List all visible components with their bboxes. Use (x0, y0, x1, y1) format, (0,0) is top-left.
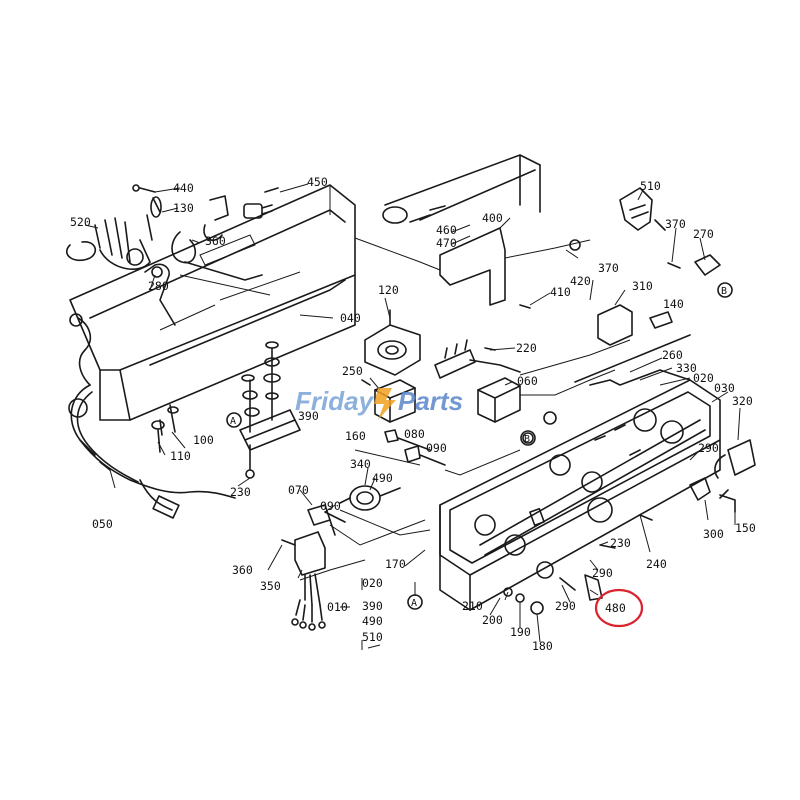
label-100: 100 (193, 433, 214, 447)
right-side-parts (503, 187, 756, 615)
label-510b: 510 (362, 630, 383, 644)
label-370b: 370 (598, 261, 619, 275)
label-270: 270 (693, 227, 714, 241)
label-390: 390 (298, 409, 319, 423)
wire-harness-050 (68, 384, 236, 519)
switch-120 (364, 309, 421, 376)
label-440: 440 (173, 181, 194, 195)
watermark-logo: Friday Parts (295, 386, 463, 420)
label-230b: 230 (610, 536, 631, 550)
label-420: 420 (570, 274, 591, 288)
label-520: 520 (70, 215, 91, 229)
label-510: 510 (640, 179, 661, 193)
connectors-080-090 (384, 429, 446, 466)
buzzer-340 (339, 485, 401, 511)
label-020b: 020 (362, 576, 383, 590)
label-ref-a: A (230, 416, 236, 427)
label-060: 060 (517, 374, 538, 388)
label-030: 030 (714, 381, 735, 395)
label-300: 300 (703, 527, 724, 541)
label-490b: 490 (362, 614, 383, 628)
label-090b: 090 (320, 499, 341, 513)
label-250: 250 (342, 364, 363, 378)
label-050: 050 (92, 517, 113, 531)
label-450: 450 (307, 175, 328, 189)
label-330: 330 (676, 361, 697, 375)
label-150: 150 (735, 521, 756, 535)
label-120: 120 (378, 283, 399, 297)
connector-070 (307, 504, 346, 536)
lightning-bolt-icon (374, 388, 396, 420)
label-160: 160 (345, 429, 366, 443)
label-220: 220 (516, 341, 537, 355)
label-480: 480 (605, 601, 626, 615)
label-130: 130 (173, 201, 194, 215)
label-340: 340 (350, 457, 371, 471)
label-240: 240 (646, 557, 667, 571)
label-020: 020 (693, 371, 714, 385)
highlight-circle-480 (594, 588, 644, 628)
reference-markers (226, 282, 733, 610)
label-ref-b: B (721, 286, 727, 297)
relay-350 (281, 531, 326, 631)
label-260: 260 (662, 348, 683, 362)
instrument-panel-020 (439, 334, 721, 611)
label-040: 040 (340, 311, 361, 325)
label-290c: 290 (555, 599, 576, 613)
callout-labels: 510 370 270 B 440 130 450 520 360 280 46… (70, 175, 756, 653)
label-200: 200 (482, 613, 503, 627)
label-290b: 290 (592, 566, 613, 580)
label-210: 210 (462, 599, 483, 613)
label-470: 470 (436, 236, 457, 250)
label-290a: 290 (698, 441, 719, 455)
label-360b: 360 (232, 563, 253, 577)
label-410: 410 (550, 285, 571, 299)
label-080: 080 (404, 427, 425, 441)
label-180: 180 (532, 639, 553, 653)
label-070: 070 (288, 483, 309, 497)
label-320: 320 (732, 394, 753, 408)
upper-left-parts (66, 184, 279, 327)
label-110: 110 (170, 449, 191, 463)
label-280: 280 (148, 279, 169, 293)
label-010: 010 (327, 600, 348, 614)
label-490: 490 (372, 471, 393, 485)
bracket-400 (382, 154, 591, 309)
label-170: 170 (385, 557, 406, 571)
label-360: 360 (205, 234, 226, 248)
watermark-parts: Parts (398, 386, 463, 416)
label-ref-a2: A (411, 598, 417, 609)
relay-bracket-390 (151, 341, 301, 479)
label-090: 090 (426, 441, 447, 455)
watermark-friday: Friday (295, 386, 375, 416)
housing-040 (69, 184, 356, 421)
label-ref-b2: B (524, 434, 530, 445)
label-460: 460 (436, 223, 457, 237)
label-350: 350 (260, 579, 281, 593)
center-wiring (299, 237, 631, 581)
label-310: 310 (632, 279, 653, 293)
leader-lines (84, 183, 741, 650)
relay-060 (477, 377, 557, 444)
label-400: 400 (482, 211, 503, 225)
label-390b: 390 (362, 599, 383, 613)
connector-220 (434, 339, 521, 379)
label-190: 190 (510, 625, 531, 639)
label-230: 230 (230, 485, 251, 499)
label-140: 140 (663, 297, 684, 311)
label-370: 370 (665, 217, 686, 231)
